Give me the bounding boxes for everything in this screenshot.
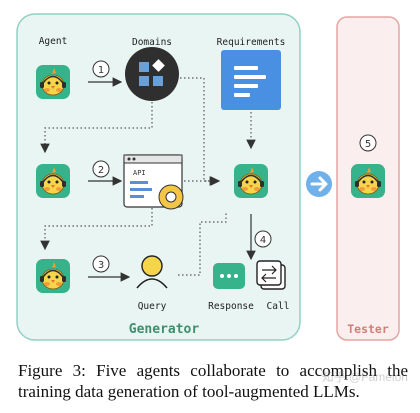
step-marker: 5 <box>359 134 377 152</box>
figure-caption: Figure 3: Five agents collaborate to acc… <box>18 361 408 401</box>
bird-agent-icon <box>35 64 71 100</box>
domains-grid-icon <box>125 47 179 101</box>
user-icon <box>136 255 168 289</box>
bird-agent-icon <box>35 163 71 199</box>
step-number: 1 <box>98 65 104 76</box>
response-label: Response <box>208 301 254 312</box>
step-marker: 3 <box>92 255 110 273</box>
api-tag: API <box>133 169 146 177</box>
step-marker: 4 <box>254 230 272 248</box>
bird-agent-icon <box>350 163 386 199</box>
watermark: 知乎 @Famelon <box>321 370 408 384</box>
connector-query-to-agent4 <box>178 213 227 276</box>
step-marker: 2 <box>92 160 110 178</box>
requirements-label: Requirements <box>217 37 286 48</box>
query-label: Query <box>138 301 167 312</box>
agent-label: Agent <box>39 36 68 47</box>
chat-bubble-icon <box>213 263 245 289</box>
connector-api-to-agent3 <box>40 208 153 251</box>
document-lines-icon <box>221 50 281 110</box>
step-number: 2 <box>98 165 104 176</box>
api-gear-icon: API <box>123 154 184 210</box>
connector-domains-to-agent2 <box>40 102 153 154</box>
connector-domains-to-agent4 <box>180 77 221 186</box>
step-number: 4 <box>260 235 266 246</box>
swap-arrows-icon <box>256 260 286 290</box>
bird-agent-icon <box>233 163 269 199</box>
step-number: 5 <box>365 139 371 150</box>
tester-label: Tester <box>347 322 389 336</box>
domains-label: Domains <box>132 37 172 48</box>
step-marker: 1 <box>92 60 110 78</box>
bird-agent-icon <box>35 258 71 294</box>
generator-label: Generator <box>129 322 200 337</box>
arrow-right-circle-icon <box>306 171 332 197</box>
call-label: Call <box>267 301 290 312</box>
step-number: 3 <box>98 260 104 271</box>
